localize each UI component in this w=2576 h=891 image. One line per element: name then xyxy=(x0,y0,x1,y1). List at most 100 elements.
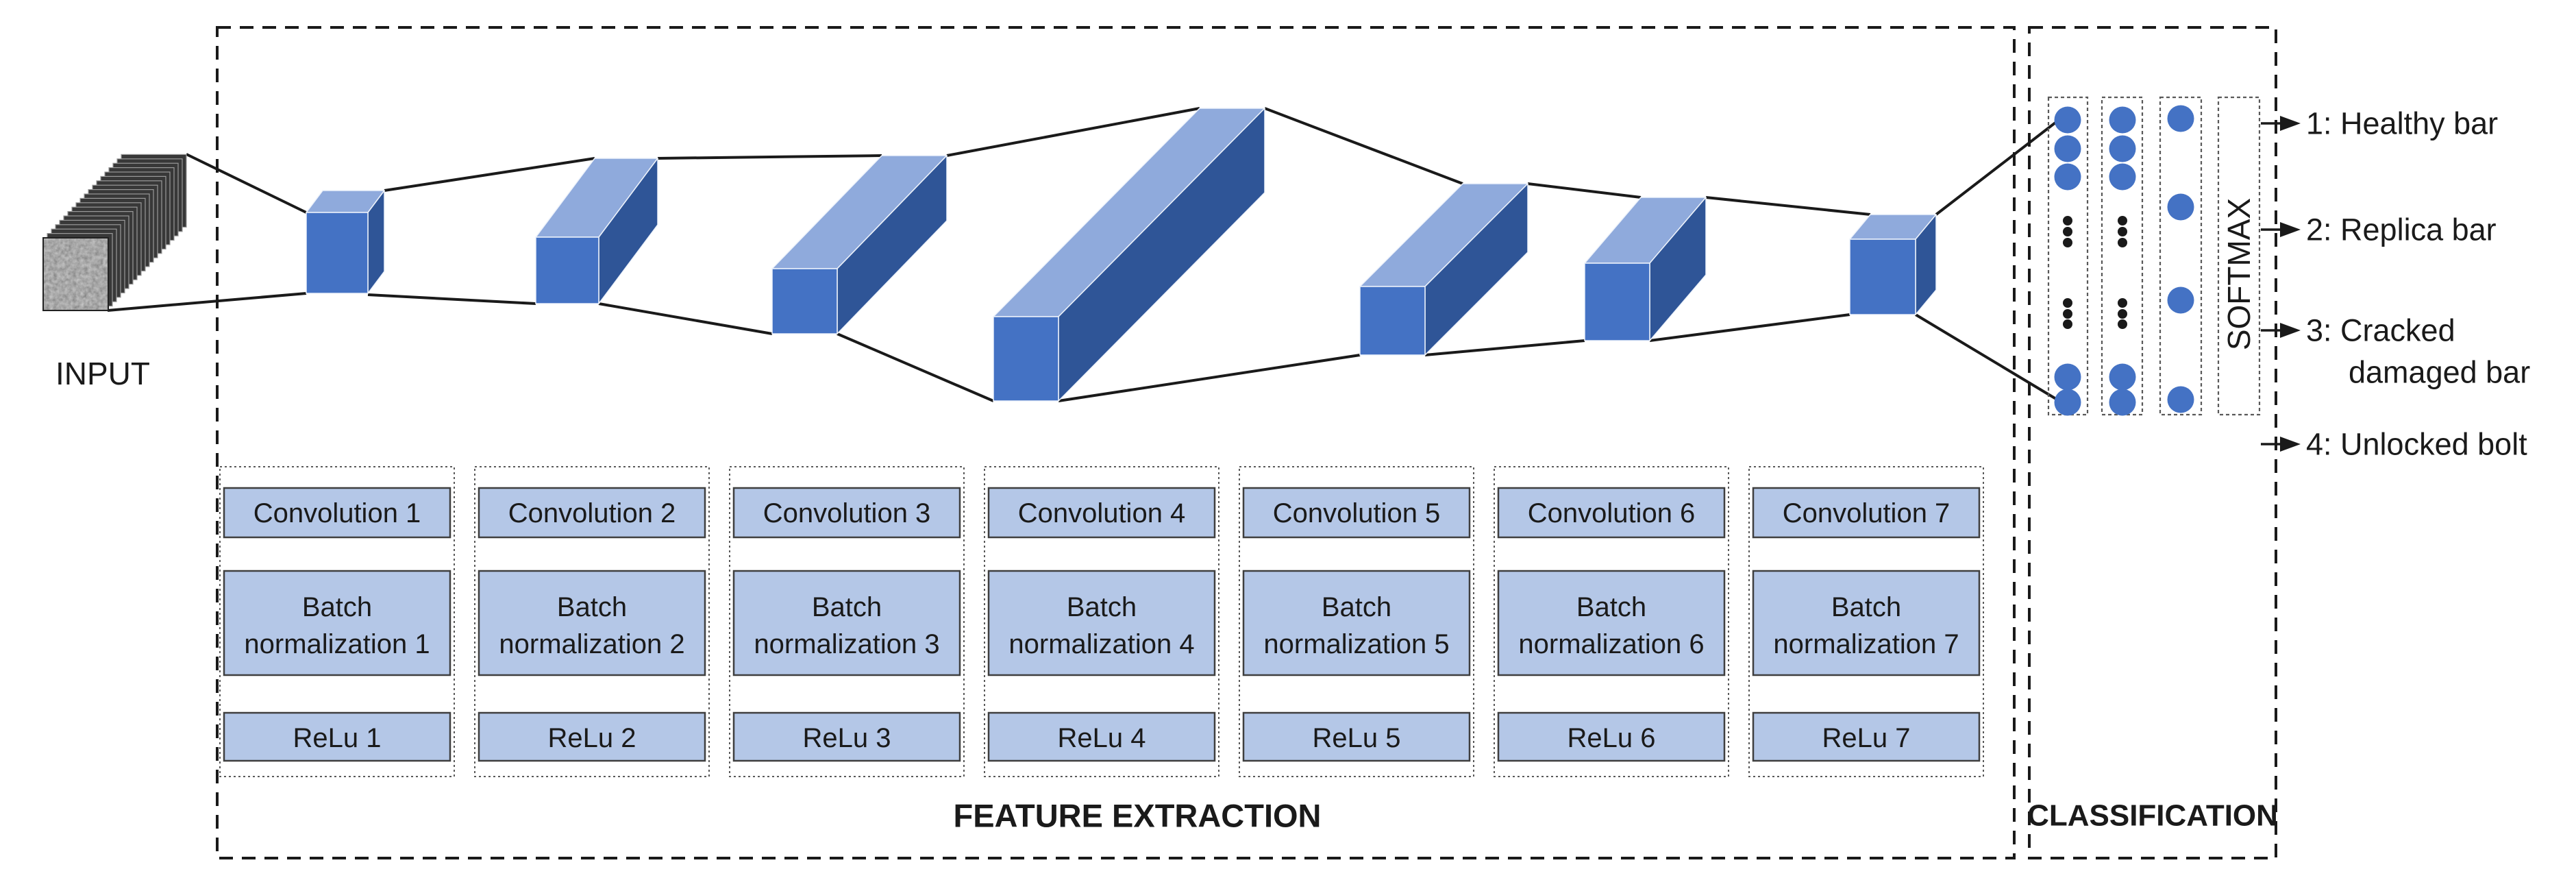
convolution-bar xyxy=(1497,487,1726,539)
convolution-bar xyxy=(1752,487,1981,539)
connector-lines xyxy=(107,107,2061,402)
ellipsis-dot xyxy=(2063,238,2072,247)
convolution-bar xyxy=(223,487,451,539)
output-label-line1: 3: Cracked xyxy=(2306,313,2455,348)
ellipsis-dot xyxy=(2063,309,2072,319)
neuron xyxy=(2167,286,2194,314)
connector-line xyxy=(1527,182,1642,199)
neuron xyxy=(2109,363,2136,391)
layer-block-2: Convolution 2 Batch normalization 2 ReLu 2 xyxy=(474,466,710,777)
convolution-bar xyxy=(987,487,1216,539)
batch-normalization-line2: normalization 7 xyxy=(1773,629,1959,659)
convolution-label: Convolution 6 xyxy=(1528,498,1696,528)
convolution-label: Convolution 7 xyxy=(1783,498,1950,528)
cube-front-face xyxy=(993,316,1059,402)
convolution-label: Convolution 2 xyxy=(508,498,676,528)
cube-front-face xyxy=(535,236,599,304)
relu-label: ReLu 2 xyxy=(548,723,636,753)
batch-normalization-line2: normalization 2 xyxy=(499,629,684,659)
ellipsis-dot xyxy=(2118,238,2127,247)
convolution-label: Convolution 4 xyxy=(1018,498,1186,528)
input-front-slice-noise xyxy=(43,238,108,310)
connector-line xyxy=(107,292,307,312)
feature-map-cube-5 xyxy=(1359,183,1528,356)
classification-box xyxy=(2028,26,2277,859)
convolution-bar xyxy=(732,487,961,539)
connector-line xyxy=(1649,313,1850,342)
cube-front-face xyxy=(771,268,838,334)
batch-normalization-line1: Batch xyxy=(1067,592,1137,622)
relu-label: ReLu 4 xyxy=(1058,723,1146,753)
batch-normalization-line1: Batch xyxy=(1322,592,1391,622)
layer-block-7: Convolution 7 Batch normalization 7 ReLu 7 xyxy=(1748,466,1984,777)
feature-map-cube-2 xyxy=(535,158,658,304)
neuron xyxy=(2054,389,2081,416)
connector-line xyxy=(384,157,595,192)
neuron xyxy=(2054,363,2081,391)
connector-line xyxy=(186,153,307,214)
ellipsis-dot xyxy=(2063,227,2072,236)
convolution-label: Convolution 5 xyxy=(1273,498,1441,528)
output-label-line2: damaged bar xyxy=(2349,355,2530,390)
output-1: 1: Healthy bar xyxy=(2261,106,2498,141)
output-label-line1: 1: Healthy bar xyxy=(2306,106,2498,141)
feature-map-cube-4 xyxy=(993,108,1265,402)
relu-bar xyxy=(1752,711,1981,762)
ellipsis-dot xyxy=(2063,216,2072,225)
cube-front-face xyxy=(1849,239,1916,315)
feature-map-cube-6 xyxy=(1584,197,1707,341)
input-image-stack xyxy=(42,154,187,311)
batch-normalization-bar xyxy=(1242,570,1471,676)
convolution-label: Convolution 3 xyxy=(763,498,931,528)
cube-front-face xyxy=(1359,286,1426,356)
relu-bar xyxy=(732,711,961,762)
batch-normalization-bar xyxy=(732,570,961,676)
classification-caption: CLASSIFICATION xyxy=(2027,799,2278,833)
connector-line xyxy=(1264,107,1463,185)
relu-bar xyxy=(1497,711,1726,762)
relu-bar xyxy=(987,711,1216,762)
softmax-label: SOFTMAX xyxy=(2221,198,2257,350)
cube-front-face xyxy=(306,212,369,294)
batch-normalization-line2: normalization 6 xyxy=(1518,629,1704,659)
neuron-column-3 xyxy=(2159,96,2203,416)
feature-map-cube-7 xyxy=(1849,214,1937,315)
output-3: 3: Cracked damaged bar xyxy=(2261,313,2530,390)
output-arrow-head xyxy=(2280,222,2301,237)
convolution-bar xyxy=(1242,487,1471,539)
input-front-slice-border xyxy=(42,237,109,311)
connector-line xyxy=(1705,196,1871,216)
output-label-line1: 4: Unlocked bolt xyxy=(2306,427,2527,462)
layer-block-outline xyxy=(1494,466,1729,777)
ellipsis-dot xyxy=(2118,227,2127,236)
batch-normalization-line1: Batch xyxy=(557,592,627,622)
neuron xyxy=(2054,163,2081,191)
batch-normalization-bar xyxy=(478,570,706,676)
neuron xyxy=(2167,105,2194,132)
neuron xyxy=(2054,135,2081,162)
output-arrow-head xyxy=(2280,437,2301,452)
relu-label: ReLu 7 xyxy=(1822,723,1911,753)
output-label-line1: 2: Replica bar xyxy=(2306,212,2497,247)
layer-block-outline xyxy=(1239,466,1474,777)
relu-label: ReLu 5 xyxy=(1313,723,1401,753)
feature-extraction-caption: FEATURE EXTRACTION xyxy=(953,798,1321,834)
feature-extraction-box xyxy=(216,26,2016,859)
ellipsis-dot xyxy=(2118,319,2127,329)
neuron xyxy=(2054,106,2081,134)
cube-front-face xyxy=(1584,263,1650,341)
connector-line xyxy=(946,107,1200,157)
connector-line xyxy=(367,293,536,305)
output-arrow-head xyxy=(2280,116,2301,131)
neuron xyxy=(2109,106,2136,134)
relu-bar xyxy=(1242,711,1471,762)
layer-block-outline xyxy=(729,466,965,777)
feature-map-cube-3 xyxy=(771,155,948,334)
batch-normalization-line1: Batch xyxy=(812,592,882,622)
batch-normalization-line1: Batch xyxy=(1831,592,1901,622)
